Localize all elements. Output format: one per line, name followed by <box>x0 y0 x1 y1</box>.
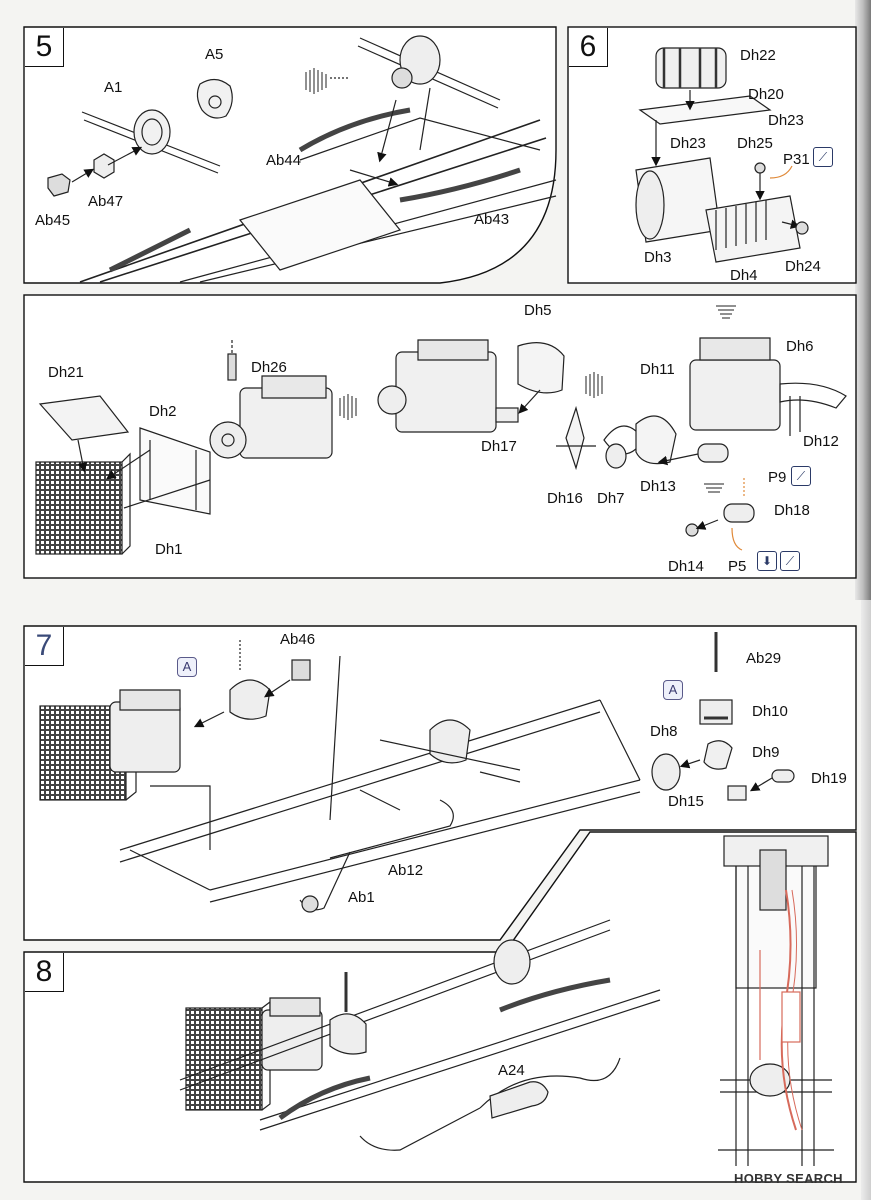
watermark: HOBBY SEARCH <box>734 1171 843 1186</box>
part-label-Dh23-a: Dh23 <box>768 112 804 129</box>
page-edge-shadow-lower <box>861 600 871 1200</box>
part-label-Dh18: Dh18 <box>774 502 810 519</box>
part-label-Dh22: Dh22 <box>740 47 776 64</box>
part-label-Dh7: Dh7 <box>597 490 625 507</box>
down-arrow-icon: ⬇ <box>757 551 777 571</box>
part-label-Dh16: Dh16 <box>547 490 583 507</box>
part-label-Dh5: Dh5 <box>524 302 552 319</box>
step5-axle-assembly <box>47 35 557 283</box>
part-label-Dh14: Dh14 <box>668 558 704 575</box>
part-label-Dh8: Dh8 <box>650 723 678 740</box>
part-label-Dh21: Dh21 <box>48 364 84 381</box>
part-label-Ab46: Ab46 <box>280 631 316 648</box>
part-label-Dh4: Dh4 <box>730 267 758 284</box>
part-label-Dh2: Dh2 <box>149 403 177 420</box>
step-number-6: 6 <box>569 28 608 67</box>
step7-chassis <box>39 632 795 913</box>
part-label-Dh23-b: Dh23 <box>670 135 706 152</box>
part-label-Dh11: Dh11 <box>640 361 675 378</box>
paint-brush-icon: ⟋ <box>791 466 811 486</box>
part-label-Dh1: Dh1 <box>155 541 183 558</box>
step6-engine-block <box>635 47 809 263</box>
engine-subassembly <box>35 305 847 555</box>
part-label-Dh9: Dh9 <box>752 744 780 761</box>
part-label-A24: A24 <box>498 1062 525 1079</box>
step5-frame <box>23 26 557 284</box>
part-label-Ab47: Ab47 <box>88 193 124 210</box>
step8-chassis <box>179 835 834 1166</box>
paint-brush-icon: ⟋ <box>813 147 833 167</box>
part-label-Dh3: Dh3 <box>644 249 672 266</box>
part-label-Ab44: Ab44 <box>266 152 302 169</box>
part-label-Dh12: Dh12 <box>803 433 839 450</box>
part-label-Dh10: Dh10 <box>752 703 788 720</box>
part-label-Dh26: Dh26 <box>251 359 287 376</box>
part-label-Dh20: Dh20 <box>748 86 784 103</box>
step-number-7: 7 <box>25 627 64 666</box>
part-label-Ab43: Ab43 <box>474 211 510 228</box>
part-label-Dh15: Dh15 <box>668 793 704 810</box>
part-label-Dh6: Dh6 <box>786 338 814 355</box>
part-label-A1: A1 <box>104 79 123 96</box>
part-label-Ab45: Ab45 <box>35 212 71 229</box>
part-label-Dh19: Dh19 <box>811 770 847 787</box>
part-label-Dh25: Dh25 <box>737 135 773 152</box>
part-label-Ab29: Ab29 <box>746 650 782 667</box>
part-label-Ab12: Ab12 <box>388 862 424 879</box>
reference-marker-a: A <box>177 657 197 677</box>
part-label-P9: P9 <box>768 469 787 486</box>
reference-marker-a: A <box>663 680 683 700</box>
part-label-P31: P31 <box>783 151 810 168</box>
part-label-Dh17: Dh17 <box>481 438 517 455</box>
part-label-Dh13: Dh13 <box>640 478 676 495</box>
part-label-Ab1: Ab1 <box>348 889 375 906</box>
step-number-5: 5 <box>25 28 64 67</box>
page-edge-shadow <box>855 0 871 600</box>
part-label-A5: A5 <box>205 46 224 63</box>
paint-brush-icon: ⟋ <box>780 551 800 571</box>
step-number-8: 8 <box>25 953 64 992</box>
part-label-Dh24: Dh24 <box>785 258 821 275</box>
part-label-P5: P5 <box>728 558 747 575</box>
